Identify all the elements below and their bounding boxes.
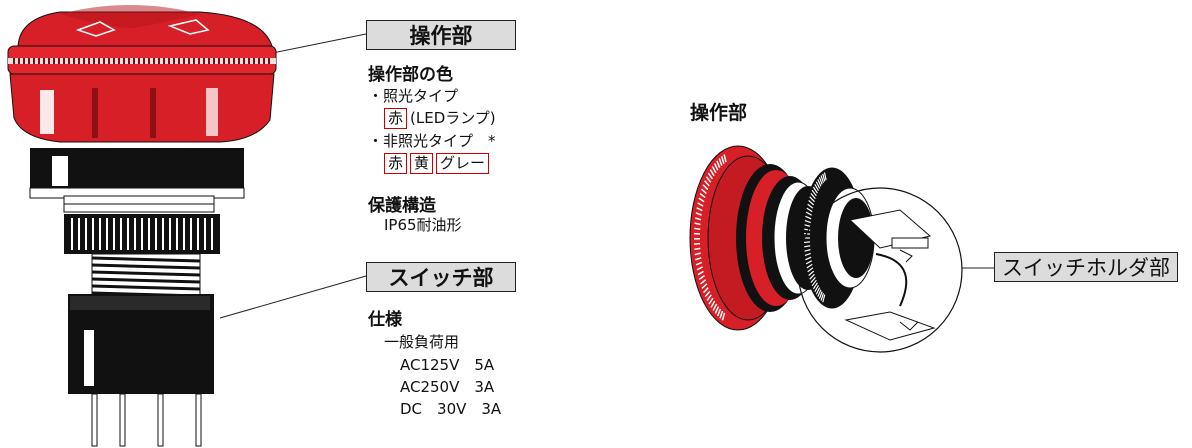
illuminated-note: (LEDランプ) bbox=[410, 109, 496, 127]
color-badge-yellow: 黄 bbox=[410, 153, 434, 174]
op-color-heading: 操作部の色 bbox=[368, 65, 453, 85]
illuminated-color-badge: 赤 bbox=[384, 108, 408, 129]
leader-line-switch bbox=[219, 275, 367, 319]
switch-part-label: スイッチ部 bbox=[366, 262, 516, 292]
illuminated-color-row: 赤(LEDランプ) bbox=[384, 108, 496, 129]
illuminated-type-text: ・照光タイプ bbox=[368, 87, 459, 105]
spec-heading: 仕様 bbox=[368, 310, 402, 330]
right-operation-label: 操作部 bbox=[690, 102, 748, 124]
button-assembly-icon bbox=[689, 145, 875, 331]
color-badge-gray: グレー bbox=[436, 153, 490, 174]
switch-holder-detail-icon bbox=[844, 209, 936, 341]
switch-holder-label: スイッチホルダ部 bbox=[994, 252, 1178, 282]
magnifier-circle bbox=[797, 187, 963, 353]
spec-line-1: AC125V 5A bbox=[400, 356, 495, 374]
protection-heading: 保護構造 bbox=[368, 196, 436, 216]
spec-load-text: 一般負荷用 bbox=[384, 333, 460, 351]
operation-part-label: 操作部 bbox=[366, 20, 516, 50]
spec-line-3: DC 30V 3A bbox=[400, 400, 502, 418]
protection-value: IP65耐油形 bbox=[384, 216, 462, 234]
non-illuminated-type-text: ・非照光タイプ * bbox=[368, 132, 496, 150]
non-illuminated-colors-row: 赤黄グレー bbox=[384, 153, 492, 174]
emergency-stop-button-icon bbox=[7, 5, 277, 447]
color-badge-red: 赤 bbox=[384, 153, 408, 174]
spec-line-2: AC250V 3A bbox=[400, 378, 495, 396]
